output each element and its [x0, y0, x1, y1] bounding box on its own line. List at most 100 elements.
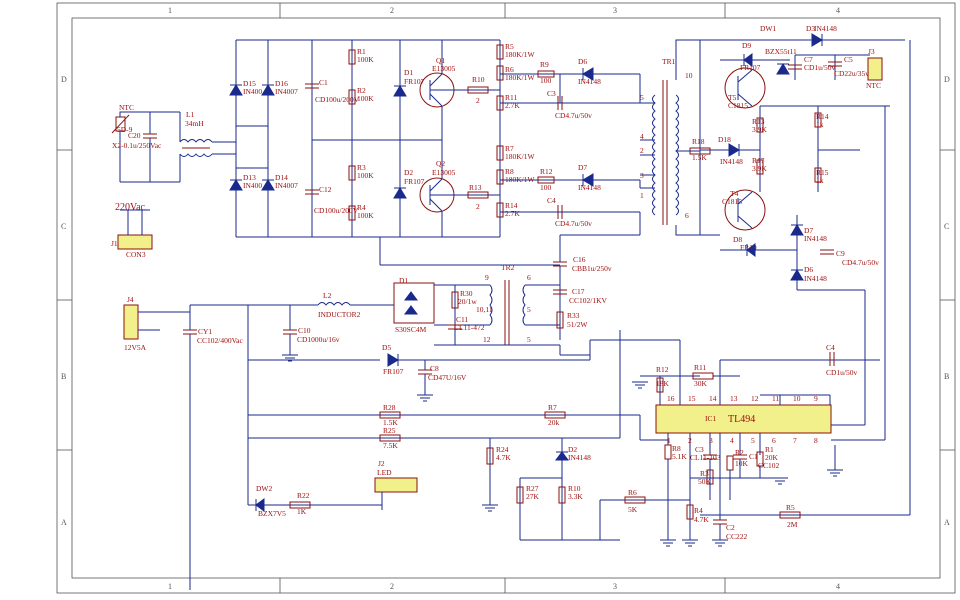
d7-diode: [582, 173, 594, 187]
r8-resistor: [496, 169, 504, 185]
q2-label: Q2: [436, 159, 445, 168]
tr1-transformer: [560, 39, 905, 236]
bulk-capacitors: [305, 40, 400, 237]
grid-col-2-bottom: 2: [390, 582, 394, 591]
ic-pin-top-9: 9: [814, 394, 818, 403]
dw1-zener: [776, 63, 790, 75]
d6b-label: D6: [804, 265, 813, 274]
ic-pin-bot-8: 8: [814, 436, 818, 445]
d6b-diode: [790, 269, 804, 281]
c11-value: CL11-472: [454, 323, 485, 332]
d18-label: D18: [718, 135, 731, 144]
j1-label: J1: [111, 239, 118, 248]
d13-value: IN400: [243, 181, 262, 190]
d15-value: IN400: [243, 87, 262, 96]
r27-resistor: [516, 486, 524, 504]
r8b-resistor: [664, 444, 672, 460]
tr2-label: TR2: [501, 263, 515, 272]
l2-inductor: [317, 302, 351, 306]
r12b-resistor: [656, 377, 664, 393]
j1-connector: [117, 234, 153, 250]
ntc-label: NTC: [119, 103, 134, 112]
tr1-pin1: 1: [640, 191, 644, 200]
ic-pin-top-16: 16: [667, 394, 675, 403]
r4-label: R4: [357, 203, 366, 212]
d5-value: FR107: [383, 367, 404, 376]
r7-label: R7: [505, 144, 514, 153]
c4-value: CD4.7u/50v: [555, 219, 592, 228]
r3-label: R3: [357, 163, 366, 172]
grid-row-c-left: C: [61, 222, 66, 231]
r11-label: R11: [505, 93, 517, 102]
d16-label: D16: [275, 79, 288, 88]
d1b-value: S30SC4M: [395, 325, 427, 334]
grid-col-4-bottom: 4: [836, 582, 840, 591]
r8b-label: R8: [672, 444, 681, 453]
tr1-pin2: 2: [640, 146, 644, 155]
j2-led-connector: [374, 477, 418, 493]
c5-label: C5: [844, 55, 853, 64]
d7-label: D7: [578, 163, 587, 172]
ic1-value: TL494: [728, 414, 755, 425]
c8-value: CD47U/16V: [428, 373, 467, 382]
r14-value: 2.7K: [505, 209, 520, 218]
d15-label: D15: [243, 79, 256, 88]
r14b-label: R14: [816, 112, 829, 121]
ic-pin-top-13: 13: [730, 394, 738, 403]
d1-diode: [393, 85, 407, 97]
dw1-value: BZX55t11: [765, 47, 797, 56]
ic-pin-bot-5: 5: [751, 436, 755, 445]
r2-resistor: [348, 89, 356, 105]
ic-pin-bot-6: 6: [772, 436, 776, 445]
r7-value: 180K/1W: [505, 152, 536, 161]
grid-row-c-right: C: [944, 222, 949, 231]
r1b-value: 20K: [765, 453, 779, 462]
d2-diode: [393, 187, 407, 199]
r24-label: R24: [496, 445, 509, 454]
r5-value: 180K/1W: [505, 50, 536, 59]
r14b-resistor: [814, 112, 822, 128]
r30-value: 20/1w: [458, 297, 477, 306]
ic-pin-bot-4: 4: [730, 436, 734, 445]
d7b-label: D7: [804, 226, 813, 235]
l1-value: 34mH: [185, 119, 204, 128]
r10-resistor: [467, 86, 489, 94]
half-bridge: [393, 40, 500, 237]
r14-resistor: [496, 202, 504, 218]
c7-label: C7: [804, 55, 813, 64]
d13-label: D13: [243, 173, 256, 182]
r13b-value: 3.9K: [752, 125, 767, 134]
r22-resistor: [289, 501, 311, 509]
r7b-label: R7: [548, 403, 557, 412]
grid-col-3-bottom: 3: [613, 582, 617, 591]
d3-label: D3: [806, 24, 815, 33]
j3-ntc: NTC: [866, 81, 881, 90]
r10-value: 2: [476, 96, 480, 105]
c3b-label: C3: [695, 445, 704, 454]
ac-input-label: 220Vac: [115, 202, 146, 213]
c2-label: C2: [726, 523, 735, 532]
ic-pin-bot-3: 3: [709, 436, 713, 445]
secondary-drive: [676, 33, 890, 291]
c8-label: C8: [430, 364, 439, 373]
j3-label: J3: [868, 47, 875, 56]
j4-label: J4: [127, 295, 134, 304]
tr1-pin4: 4: [640, 132, 644, 141]
c9-value: CD4.7u/50v: [842, 258, 879, 267]
tr2-pin12: 12: [483, 335, 491, 344]
tr1-pin6: 6: [685, 211, 689, 220]
r2b-resistor: [726, 455, 734, 471]
r17-label: R17: [752, 156, 765, 165]
r5b-label: R5: [786, 503, 795, 512]
ac-input-section: [111, 111, 237, 250]
r33-resistor: [556, 311, 564, 329]
r15-resistor: [814, 167, 822, 183]
grid-col-4-top: 4: [836, 6, 840, 15]
r8-value: 180K/1W: [505, 175, 536, 184]
r13-label: R13: [469, 183, 482, 192]
r12b-label: R12: [656, 365, 669, 374]
r8-label: R8: [505, 167, 514, 176]
r7b-resistor: [544, 411, 566, 419]
j3-connector: [867, 57, 883, 81]
c3b-value: CL11-103: [690, 453, 721, 462]
